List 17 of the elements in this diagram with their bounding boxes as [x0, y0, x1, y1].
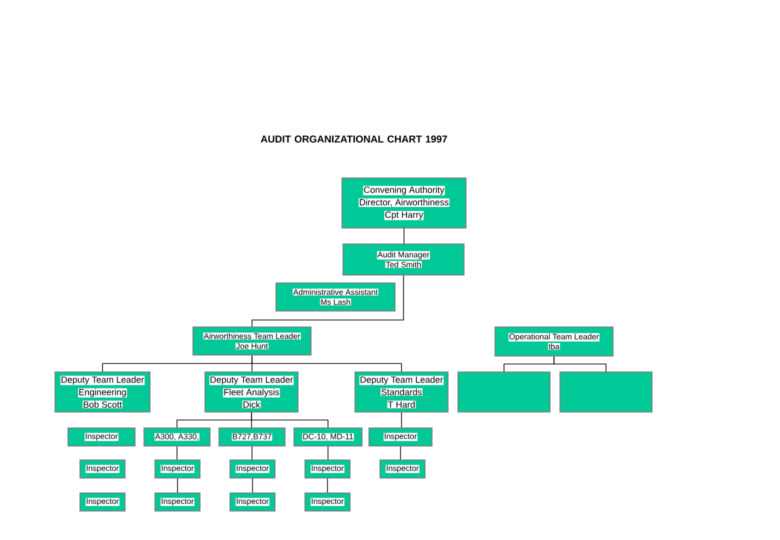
- connector-line: [252, 275, 404, 327]
- connector-line: [177, 478, 178, 493]
- empty-box: [560, 372, 652, 412]
- position-box: Convening Authority Director, Airworthiness Cpt Harry: [342, 178, 466, 228]
- position-box: Deputy Team Leader Standards T Hard: [354, 372, 448, 412]
- position-box: Deputy Team Leader Engineering Bob Scott: [54, 372, 150, 412]
- connector-line: [400, 446, 401, 460]
- position-box: Deputy Team Leader Fleet Analysis Dick: [204, 372, 298, 412]
- connector-line: [327, 478, 328, 493]
- empty-box: [458, 372, 550, 412]
- connector-line: [176, 446, 178, 460]
- connector-line: [401, 412, 402, 428]
- connector-line: [252, 478, 253, 493]
- connector-line: [554, 356, 606, 372]
- chart-title: AUDIT ORGANIZATIONAL CHART 1997: [260, 136, 447, 143]
- connector-line: [251, 412, 328, 428]
- connector-line: [252, 355, 402, 372]
